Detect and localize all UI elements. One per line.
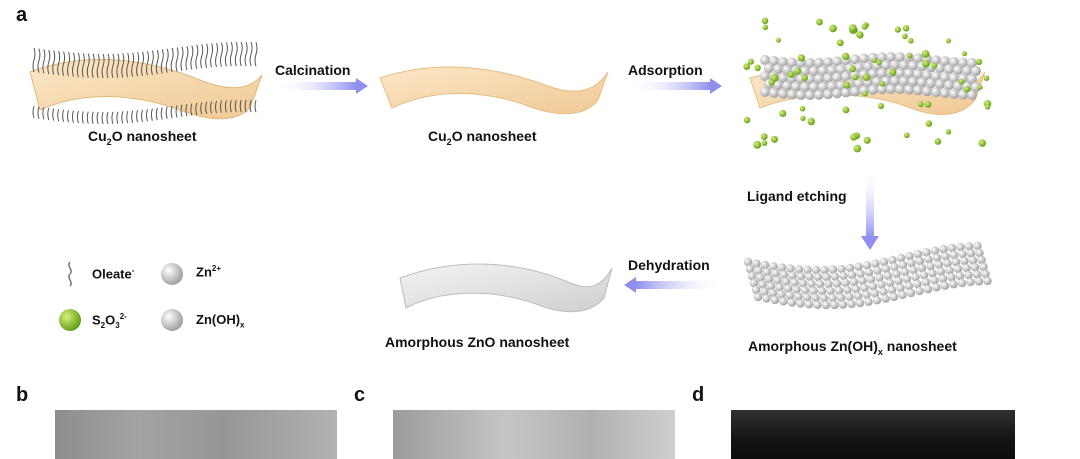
step-calcination: Calcination [275, 62, 351, 78]
micrograph-d [731, 410, 1015, 459]
arrow-head-dehydration [624, 277, 636, 293]
caption-amorphous-znohx: Amorphous Zn(OH)x nanosheet [748, 338, 957, 357]
thiosulfate-icon [59, 309, 81, 331]
sem-micrograph-b [55, 410, 337, 459]
legend-thiosulfate: S2O32- [92, 312, 127, 330]
panel-label-a: a [16, 4, 28, 26]
arrow-calcination [276, 82, 356, 90]
legend-zn-ion: Zn2+ [196, 264, 222, 280]
arrow-head-adsorption [710, 78, 722, 94]
arrow-dehydration [636, 281, 724, 289]
arrow-head-ligand-etching [861, 236, 879, 250]
step-adsorption: Adsorption [628, 62, 703, 78]
panel-label-b: b [16, 384, 29, 406]
arrow-ligand-etching [866, 168, 874, 238]
oleate-icon [68, 261, 72, 287]
zn-ion-icon [161, 263, 183, 285]
legend-oleate: Oleate- [92, 266, 135, 282]
tem-micrograph-c [393, 410, 675, 459]
caption-cu2o-nanosheet-2: Cu2O nanosheet [428, 128, 537, 147]
arrow-head-calcination [356, 78, 368, 94]
panel-label-d: d [692, 384, 705, 406]
cu2o-nanosheet-bare [379, 66, 609, 115]
amorphous-zno-nanosheet [399, 263, 613, 313]
legend-zn-hydroxide: Zn(OH)x [196, 312, 245, 330]
arrow-adsorption [630, 82, 710, 90]
cu2o-nanosheet-with-oleate [29, 41, 263, 125]
step-dehydration: Dehydration [628, 257, 710, 273]
zn-hydroxide-icon [161, 309, 183, 331]
adsorbed-nanosheet [743, 17, 992, 153]
caption-cu2o-nanosheet-1: Cu2O nanosheet [88, 128, 197, 147]
caption-amorphous-zno: Amorphous ZnO nanosheet [385, 334, 570, 350]
znohx-nanosheet [743, 241, 992, 310]
step-ligand-etching: Ligand etching [747, 188, 847, 204]
panel-label-c: c [354, 384, 366, 406]
